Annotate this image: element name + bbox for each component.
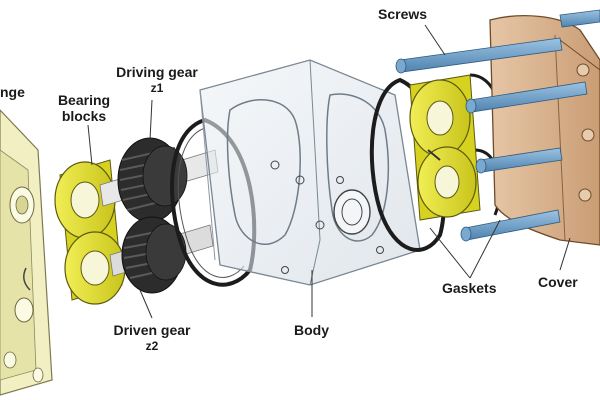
- leader-driving-gear: [149, 99, 153, 141]
- flange: [0, 109, 53, 396]
- screw: [465, 81, 588, 114]
- leader-gaskets-a: [429, 227, 471, 279]
- screws: [395, 9, 600, 242]
- leader-driven-gear: [139, 289, 153, 319]
- leader-lines: [87, 24, 571, 319]
- driven-gear-label: Driven gear z2: [92, 322, 212, 354]
- bearing-blocks-right: [409, 74, 481, 221]
- driving-gear-subscript: z1: [150, 81, 164, 95]
- driving-gear-label: Driving gear z1: [102, 64, 212, 96]
- driven-gear-subscript: z2: [145, 339, 159, 353]
- leader-gaskets-b: [469, 219, 501, 279]
- bearing-blocks-label: Bearing blocks: [44, 92, 124, 124]
- flange-label: nge: [0, 84, 25, 100]
- pump-body: [199, 59, 421, 286]
- screw: [559, 9, 600, 28]
- bearing-blocks-left: [54, 159, 126, 305]
- driven-gear-label-text: Driven gear: [113, 322, 191, 338]
- bearing-blocks-label-line1: Bearing: [57, 92, 111, 108]
- screws-label: Screws: [378, 6, 428, 22]
- body-label: Body: [294, 322, 329, 338]
- leader-bearing-blocks: [87, 124, 93, 166]
- bearing-blocks-label-line2: blocks: [61, 108, 107, 124]
- screw: [395, 37, 563, 74]
- driving-gear-label-text: Driving gear: [116, 64, 198, 80]
- gaskets-label: Gaskets: [442, 280, 497, 296]
- leader-screws: [424, 24, 446, 56]
- leader-cover: [559, 237, 571, 271]
- cover: [489, 15, 600, 246]
- screw: [460, 209, 561, 242]
- driven-gear: [121, 216, 187, 294]
- screw: [475, 147, 563, 174]
- cover-label: Cover: [538, 274, 578, 290]
